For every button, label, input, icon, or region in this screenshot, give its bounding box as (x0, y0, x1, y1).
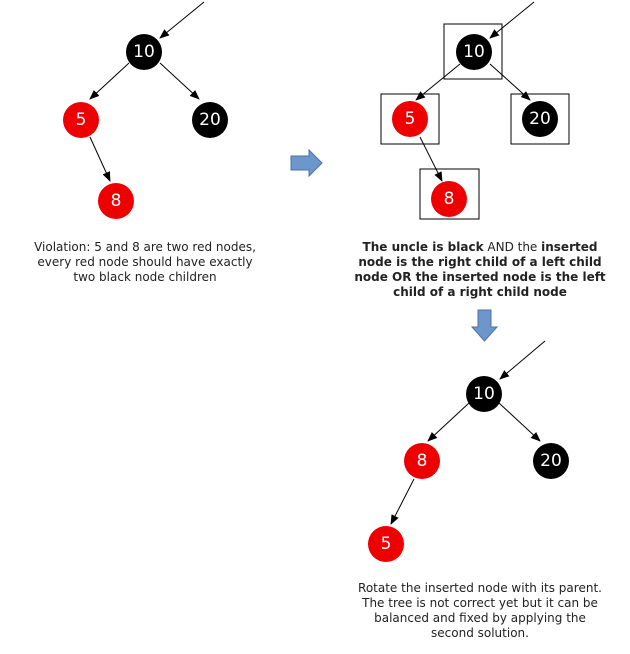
edge-8-to-5 (390, 478, 415, 525)
node-20-black: 20 (192, 102, 228, 138)
node-8-red: 8 (404, 443, 440, 479)
right-arrow-icon (290, 148, 323, 178)
incoming-edge (499, 340, 546, 380)
box-node-10 (443, 23, 503, 80)
rotation-line-2: The tree is not correct yet but it can b… (362, 596, 598, 610)
condition-line-2: node is the right child of a left child (358, 255, 602, 269)
rotation-line-4: second solution. (431, 626, 529, 640)
tree-boxed-edges (415, 1, 535, 182)
node-5-red: 5 (63, 102, 99, 138)
condition-line-4: child of a right child node (393, 285, 567, 299)
down-arrow-icon (470, 309, 499, 342)
condition-line-3: node OR the inserted node is the left (354, 270, 606, 284)
node-10-black: 10 (456, 34, 492, 70)
node-8-red: 8 (431, 181, 467, 217)
node-5-red: 5 (368, 526, 404, 562)
tree-after-edges (390, 340, 546, 525)
edge-10-to-20 (159, 62, 200, 100)
node-20-black: 20 (522, 101, 558, 137)
violation-caption: Violation: 5 and 8 are two red nodes, ev… (5, 240, 285, 285)
box-node-8 (419, 168, 480, 220)
condition-uncle-black: The uncle is black (362, 240, 484, 254)
edge-10-to-5 (415, 63, 461, 101)
edge-10-to-20 (489, 63, 531, 101)
node-8-red: 8 (98, 183, 134, 219)
edge-10-to-8 (427, 402, 470, 442)
tree-boxed-highlight-boxes (380, 23, 570, 220)
condition-caption: The uncle is black AND the inserted node… (325, 240, 630, 300)
node-5-red: 5 (392, 101, 428, 137)
node-10-black: 10 (126, 34, 162, 70)
node-20-black: 20 (533, 443, 569, 479)
incoming-edge (489, 1, 535, 39)
node-10-black: 10 (466, 376, 502, 412)
box-node-5 (380, 93, 440, 145)
violation-line-2: every red node should have exactly (37, 255, 253, 269)
rotation-line-1: Rotate the inserted node with its parent… (358, 581, 602, 595)
rotation-caption: Rotate the inserted node with its parent… (340, 581, 620, 641)
incoming-edge (159, 1, 205, 39)
box-node-20 (510, 93, 570, 145)
condition-inserted: inserted (541, 240, 598, 254)
edge-5-to-8 (89, 136, 111, 182)
tree-before-edges (89, 1, 205, 182)
edge-10-to-5 (89, 62, 130, 100)
violation-line-1: Violation: 5 and 8 are two red nodes, (34, 240, 256, 254)
condition-line-1: The uncle is black AND the inserted (325, 240, 630, 255)
rotation-line-3: balanced and fixed by applying the (374, 611, 586, 625)
violation-line-3: two black node children (73, 270, 217, 284)
edge-5-to-8 (419, 136, 443, 182)
condition-and: AND the (483, 240, 542, 254)
edge-10-to-20 (498, 402, 541, 442)
